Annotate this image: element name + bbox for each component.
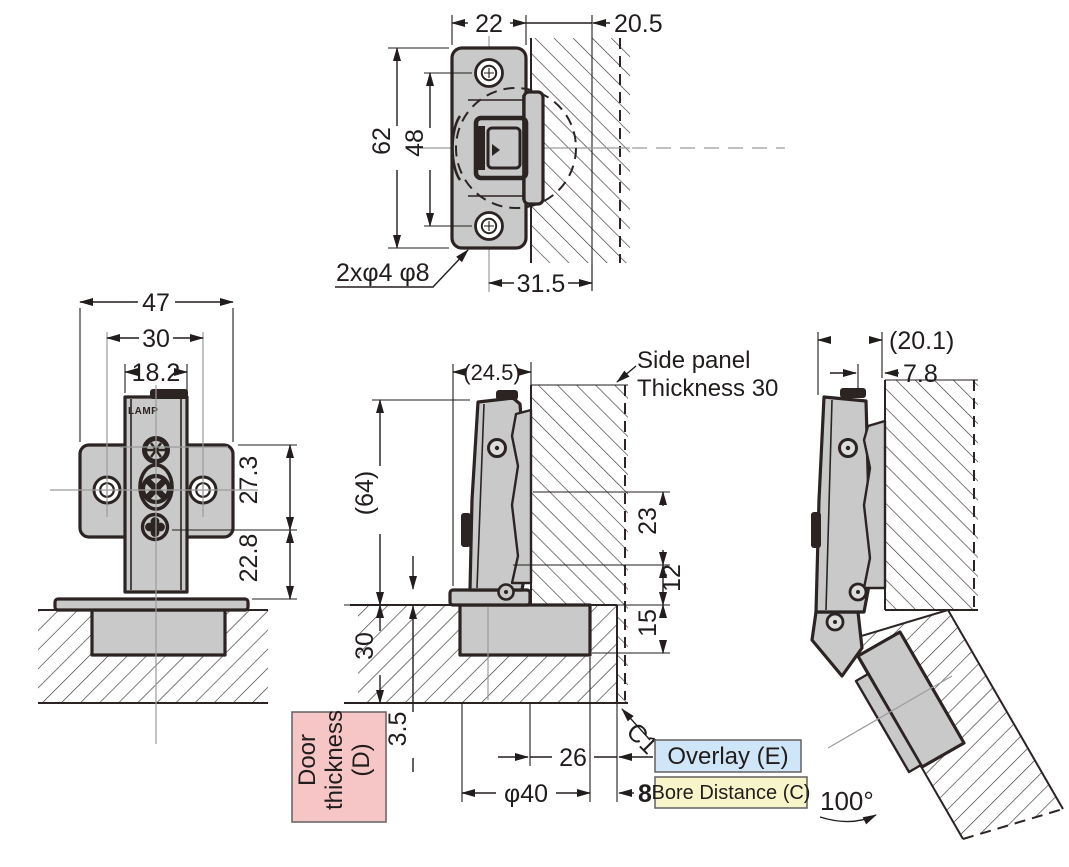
dim-hole-spacing: 48 (401, 129, 429, 157)
side-panel-hatch (531, 38, 630, 263)
dim-bore: φ40 (504, 780, 548, 808)
clip-mechanism (451, 87, 577, 209)
side-panel-note-line2: Thickness 30 (637, 375, 778, 402)
dim-protrusion: (24.5) (463, 360, 520, 385)
cup-flange-front (53, 597, 250, 612)
dim-total-protrusion: (20.1) (889, 327, 954, 355)
side-panel-hatch-lower (617, 605, 628, 703)
phillips-screw (140, 512, 170, 542)
dim-center-to-panel: 31.5 (517, 270, 566, 298)
door-thickness-line2: thickness (321, 710, 348, 810)
closed-side-view: (24.5) (64) 30 3.5 23 12 15 26 (344, 347, 778, 808)
clip-edges (468, 99, 523, 197)
side-panel-hatch (885, 380, 978, 610)
plate-profile (862, 419, 887, 590)
overlay-label: Overlay (E) (667, 743, 788, 770)
door-thickness-tag (291, 711, 387, 823)
bore-distance-tag (654, 776, 808, 809)
hinge-cup-front (90, 608, 227, 657)
door-thickness-line1: Door (294, 734, 321, 786)
arm-screw-corner (825, 612, 845, 632)
dim-gap: 7.8 (903, 360, 938, 388)
dim-upper: 27.3 (235, 456, 263, 505)
screw-hole-top (474, 58, 504, 88)
top-view: 22 20.5 62 48 31.5 2xφ4 φ8 (335, 10, 785, 298)
dim-plate-height: 62 (368, 127, 396, 155)
front-view: LAMP (38, 289, 297, 744)
arm-screw (487, 438, 507, 458)
logo-lamp: LAMP (128, 406, 158, 417)
hinge-arm-open (814, 395, 873, 614)
arm-top-cap (150, 389, 188, 399)
hinge-cup-section (458, 603, 592, 657)
arm-screw-upper (838, 438, 858, 458)
dim-offset: 20.5 (614, 10, 663, 38)
plate-profile (510, 408, 533, 585)
bore-distance-label: Bore Distance (C) (652, 782, 811, 804)
dim-12: 12 (658, 564, 686, 592)
screw-hole-bottom (474, 211, 504, 241)
dim-plate-width: 22 (475, 10, 503, 38)
door-thickness-line3: (D) (348, 743, 375, 776)
clip-bracket (473, 115, 529, 181)
dim-23: 23 (634, 507, 662, 535)
cup-flange-open (854, 672, 923, 774)
leader-line (616, 365, 637, 383)
dim-lower: 22.8 (235, 534, 263, 583)
dim-26: 26 (559, 744, 587, 772)
clip-left-arc (451, 115, 462, 181)
dim-arm-width: 18.2 (132, 359, 181, 387)
dim-flange-height: 3.5 (384, 712, 412, 747)
side-panel-hatch (531, 385, 628, 605)
dim-door-thickness: 30 (351, 632, 379, 660)
open-side-view: (20.1) 7.8 100° (810, 327, 1064, 840)
dim-overall-height: (64) (351, 471, 379, 515)
arm-inner-line (476, 403, 485, 589)
arm-inner-line (825, 399, 833, 611)
dim-15: 15 (634, 609, 662, 637)
leader-line (335, 249, 469, 288)
clip-inner (486, 126, 522, 170)
arm-screw-lower (848, 582, 868, 602)
clip-spring-bar (477, 126, 485, 170)
overlay-tag (654, 739, 802, 773)
arm-spring (811, 512, 821, 548)
arm-top-cap (840, 388, 866, 398)
legend-tags: Door thickness (D) Overlay (E) Bore Dist… (291, 710, 811, 823)
dim-hole-spacing-front: 30 (142, 325, 170, 353)
dim-bore-distance-value: 8 (638, 780, 652, 808)
arm-spring (461, 513, 471, 547)
cup-dashed-circle (455, 87, 577, 209)
arm-top-cap (496, 390, 518, 400)
cup-flange (448, 588, 532, 607)
side-panel-note-line1: Side panel (637, 347, 750, 374)
angle-arrow (819, 814, 877, 825)
flange-screw (497, 583, 515, 601)
cup-centerline (827, 675, 953, 749)
dim-overall-width: 47 (142, 289, 170, 317)
holes-note: 2xφ4 φ8 (336, 259, 430, 287)
clip-notch-arrow (492, 144, 500, 156)
opening-angle: 100° (820, 786, 874, 816)
chamfer-leader (621, 708, 651, 741)
